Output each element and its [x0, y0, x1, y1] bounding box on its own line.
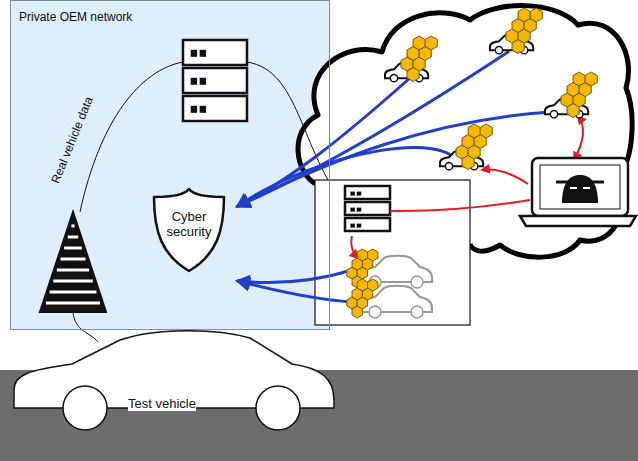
attacker-laptop	[520, 158, 636, 226]
node-label: Cyber security	[157, 210, 221, 240]
region-title: Private OEM network	[19, 10, 132, 24]
radio-link	[73, 312, 98, 342]
data-streams	[238, 52, 550, 302]
data-link	[80, 62, 183, 212]
security-shield: Cyber security	[151, 187, 227, 273]
vehicle-outline	[10, 328, 338, 432]
radio-tower	[40, 212, 106, 312]
simulation-box	[315, 180, 470, 325]
vehicle-shape: Test vehicle	[10, 328, 338, 432]
node-label: Test vehicle	[128, 396, 196, 411]
network-ground	[10, 0, 330, 330]
